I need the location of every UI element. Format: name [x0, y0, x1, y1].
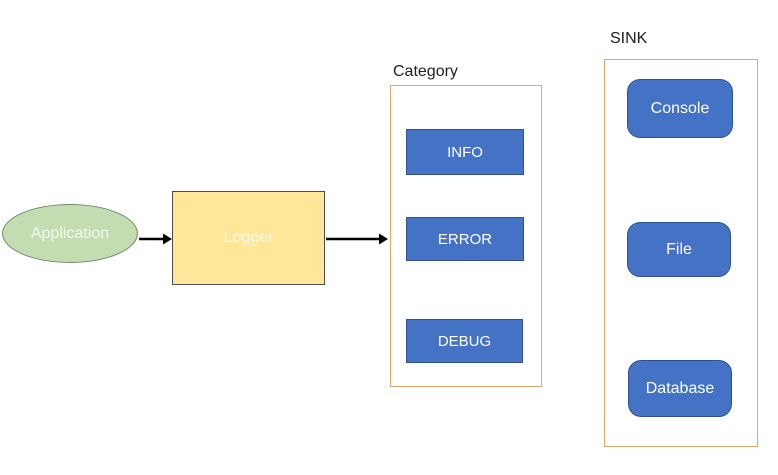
arrowhead-right-icon	[379, 233, 388, 245]
category-group-title: Category	[393, 63, 458, 80]
arrow-application-to-logger	[139, 233, 172, 245]
sink-item-file: File	[627, 222, 731, 277]
sink-item-console: Console	[627, 79, 733, 138]
file-label: File	[666, 240, 692, 258]
logger-node: Logger	[172, 191, 325, 285]
application-label: Application	[30, 224, 110, 242]
arrow-logger-to-category	[326, 233, 388, 245]
logger-label: Logger	[223, 229, 274, 246]
application-node: Application	[2, 204, 138, 263]
debug-label: DEBUG	[437, 332, 492, 350]
category-item-debug: DEBUG	[406, 319, 523, 363]
error-label: ERROR	[437, 230, 493, 248]
arrowhead-right-icon	[163, 233, 172, 245]
console-label: Console	[650, 99, 710, 117]
info-label: INFO	[447, 143, 483, 161]
category-item-error: ERROR	[406, 217, 524, 261]
database-label: Database	[645, 379, 715, 397]
category-item-info: INFO	[406, 129, 524, 175]
sink-group-title: SINK	[610, 30, 648, 47]
sink-item-database: Database	[628, 360, 732, 417]
